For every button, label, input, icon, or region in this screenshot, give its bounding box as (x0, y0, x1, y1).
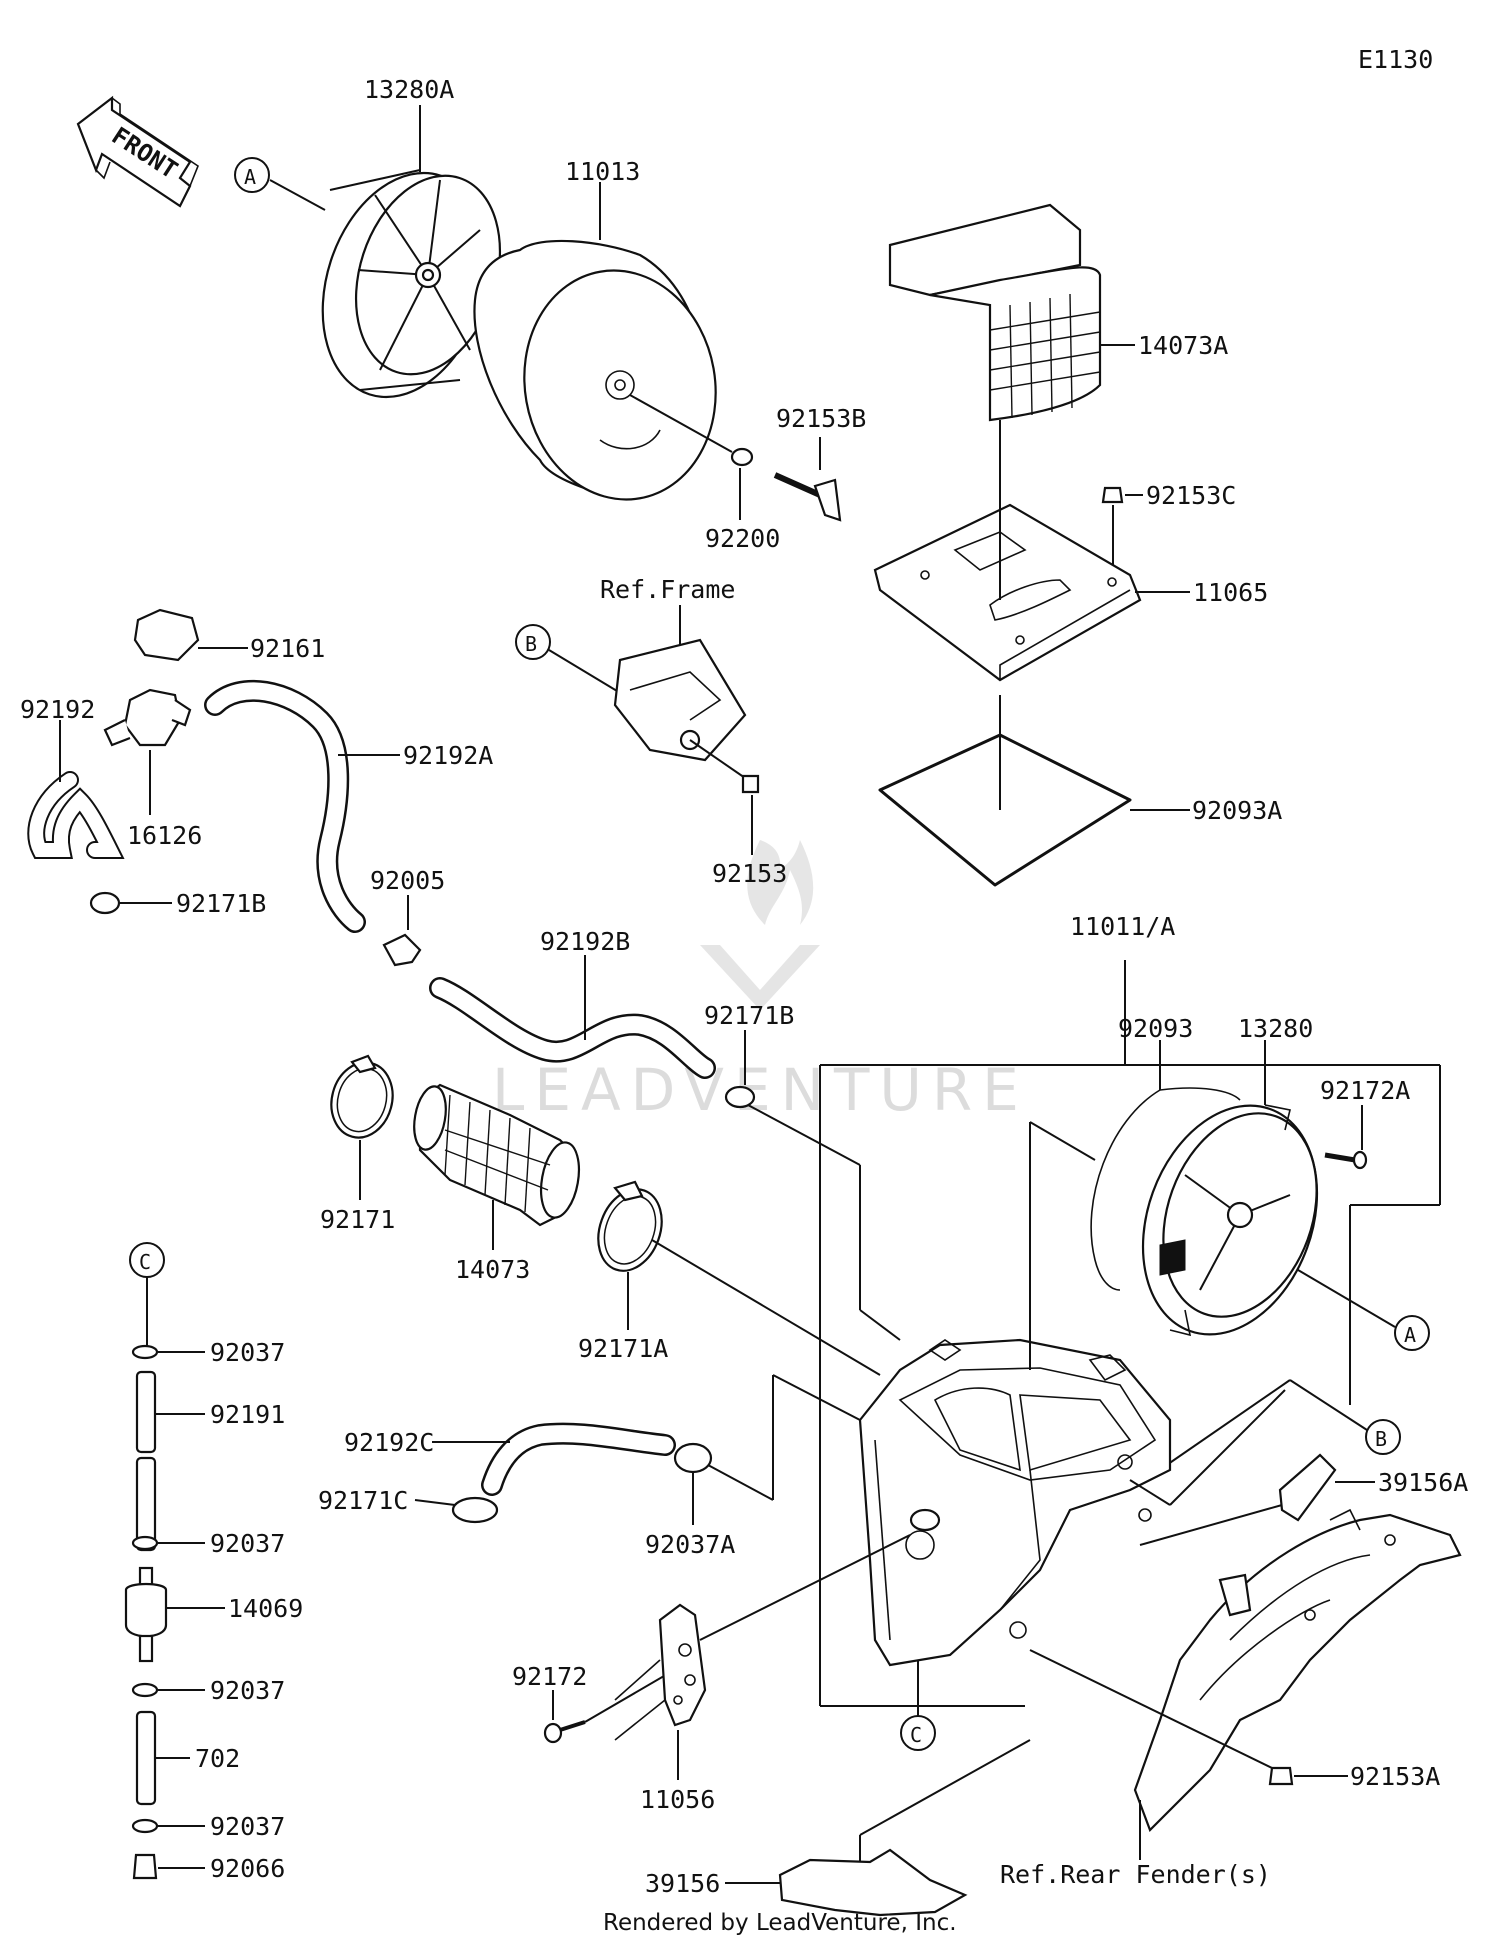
label-92153b: 92153B (776, 404, 866, 433)
label-92161: 92161 (250, 634, 325, 663)
label-14073a: 14073A (1138, 331, 1228, 360)
hose-92192a (204, 679, 400, 933)
label-92171a: 92171A (578, 1334, 668, 1363)
label-39156a: 39156A (1378, 1468, 1468, 1497)
tube-702 (135, 1710, 190, 1806)
footer-credit: Rendered by LeadVenture, Inc. (603, 1910, 957, 1936)
label-92037-1: 92037 (210, 1338, 285, 1367)
diagram-code: E1130 (1358, 45, 1433, 74)
frame-bracket-ref (613, 638, 760, 855)
clamp-92171b-left (89, 891, 172, 915)
label-92037a: 92037A (645, 1530, 735, 1559)
rear-fender-ref (1133, 1508, 1462, 1860)
clamp-92171c (414, 1496, 499, 1524)
label-13280a: 13280A (364, 75, 454, 104)
element-holder-13280a (321, 169, 502, 399)
svg-text:B: B (525, 632, 537, 656)
label-92192: 92192 (20, 695, 95, 724)
bracket-11056 (614, 1534, 911, 1780)
tube-92191 (135, 1370, 205, 1552)
label-ref-frame: Ref.Frame (600, 575, 735, 604)
label-92037-3: 92037 (210, 1676, 285, 1705)
label-ref-rear-fender: Ref.Rear Fender(s) (1000, 1860, 1271, 1889)
front-arrow-icon (76, 95, 199, 208)
label-92191: 92191 (210, 1400, 285, 1429)
filter-14069 (124, 1566, 225, 1663)
label-92093: 92093 (1118, 1014, 1193, 1043)
label-92037-2: 92037 (210, 1529, 285, 1558)
air-filter-element-11013 (473, 239, 717, 501)
label-11013: 11013 (565, 157, 640, 186)
label-14069: 14069 (228, 1594, 303, 1623)
label-92005: 92005 (370, 866, 445, 895)
label-92171: 92171 (320, 1205, 395, 1234)
label-14073: 14073 (455, 1255, 530, 1284)
clip-92037-3 (131, 1682, 205, 1698)
svg-text:C: C (910, 1723, 922, 1747)
screw-92172a (1324, 1105, 1368, 1170)
label-92153: 92153 (712, 859, 787, 888)
intake-duct-14073a (888, 203, 1102, 422)
label-16126: 16126 (127, 821, 202, 850)
clamp-92171a (597, 1180, 881, 1376)
label-92192c: 92192C (344, 1428, 434, 1457)
cover-13280 (1141, 1040, 1319, 1337)
label-92153c: 92153C (1146, 481, 1236, 510)
washer-92200 (629, 394, 754, 520)
label-13280: 13280 (1238, 1014, 1313, 1043)
label-92172a: 92172A (1320, 1076, 1410, 1105)
label-92192b: 92192B (540, 927, 630, 956)
clip-92037-4 (131, 1818, 205, 1834)
fitting-92005 (382, 895, 422, 967)
label-39156: 39156 (645, 1869, 720, 1898)
plug-92066 (132, 1853, 205, 1880)
label-11065: 11065 (1193, 578, 1268, 607)
label-92172: 92172 (512, 1662, 587, 1691)
label-92192a: 92192A (403, 741, 493, 770)
gasket-92093a (878, 695, 1132, 887)
callout-a-top: A (234, 157, 326, 211)
svg-text:A: A (244, 165, 256, 189)
clamp-92037a (673, 1374, 861, 1525)
callout-b-right: B (1144, 1379, 1401, 1481)
duct-14073 (413, 1083, 581, 1250)
svg-text:A: A (1404, 1323, 1416, 1347)
hose-92192b (429, 955, 716, 1079)
label-702: 702 (195, 1744, 240, 1773)
label-92037-4: 92037 (210, 1812, 285, 1841)
label-92200: 92200 (705, 524, 780, 553)
label-11011a: 11011/A (1070, 912, 1175, 941)
clip-92037-2 (131, 1535, 205, 1551)
hose-92192c (432, 1422, 676, 1496)
label-92153a: 92153A (1350, 1762, 1440, 1791)
wing-bolt-92153b (773, 437, 842, 522)
air-cleaner-case (858, 1121, 1286, 1667)
clip-92037-1 (131, 1344, 205, 1360)
label-92171b-right: 92171B (704, 1001, 794, 1030)
cover-plate-11065 (873, 420, 1142, 682)
label-11056: 11056 (640, 1785, 715, 1814)
assembly-bracket-11011a (819, 960, 1441, 1707)
ring-92093 (1090, 1040, 1241, 1291)
label-92066: 92066 (210, 1854, 285, 1883)
svg-text:B: B (1375, 1427, 1387, 1451)
callout-c-left: C (129, 1242, 165, 1345)
label-92093a: 92093A (1192, 796, 1282, 825)
bolt-92153c (1101, 486, 1143, 570)
pad-39156 (725, 1739, 1031, 1917)
pad-39156a (1139, 1453, 1375, 1546)
cap-92161 (133, 608, 248, 662)
watermark-logo (700, 840, 820, 1010)
svg-text:C: C (139, 1250, 151, 1274)
bolt-92153a (1029, 1649, 1348, 1786)
label-92171b-left: 92171B (176, 889, 266, 918)
valve-16126 (103, 688, 192, 815)
watermark-text: LEADVENTURE (492, 1056, 1029, 1124)
label-92171c: 92171C (318, 1486, 408, 1515)
clamp-92171b-right (724, 1030, 901, 1341)
hose-92192 (27, 720, 125, 859)
clamp-92171 (330, 1054, 394, 1200)
